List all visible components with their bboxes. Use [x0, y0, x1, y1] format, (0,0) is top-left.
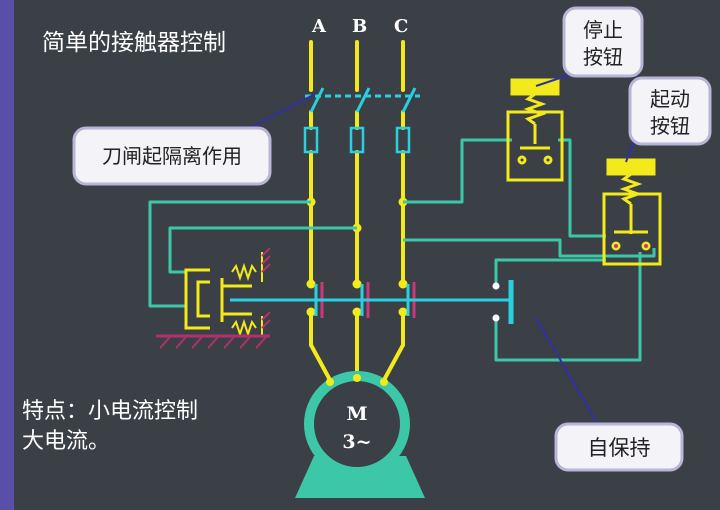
- left-edge-band: [0, 0, 14, 510]
- phase-label-a: A: [311, 16, 327, 37]
- motor-label-m: M: [346, 403, 367, 425]
- callout-stop-line1: 停止: [583, 18, 623, 42]
- callout-knife-switch: [72, 93, 316, 186]
- fuses: [303, 126, 411, 154]
- motor: [295, 371, 425, 498]
- callout-self-hold-text: 自保持: [588, 436, 651, 460]
- control-circuit: [148, 138, 656, 362]
- diagram-title: 简单的接触器控制: [42, 30, 226, 56]
- knife-switch: [305, 87, 420, 113]
- stop-button-device: [506, 78, 564, 182]
- phase-label-c: C: [394, 16, 408, 37]
- contactor-coil: [184, 268, 252, 330]
- callout-knife-switch-text: 刀闸起隔离作用: [102, 144, 242, 168]
- callout-start-button: [625, 76, 712, 163]
- callout-stop-line2: 按钮: [583, 45, 623, 69]
- coil-springs: [231, 252, 263, 338]
- callout-self-hold: [535, 317, 684, 472]
- ground-base: [156, 334, 270, 349]
- start-button-device: [602, 158, 662, 266]
- phase-label-b: B: [352, 16, 367, 37]
- feature-note-line1: 特点：小电流控制: [22, 399, 198, 424]
- callout-start-line1: 起动: [650, 87, 690, 111]
- self-hold-contact: [492, 280, 514, 324]
- callout-start-line2: 按钮: [650, 114, 690, 138]
- motor-label-phase: 3~: [342, 431, 371, 453]
- feature-note-line2: 大电流。: [22, 429, 110, 454]
- start-button-contacts: [614, 244, 648, 248]
- spring-anchor-hatch: [261, 247, 271, 329]
- power-lines: [309, 40, 405, 382]
- callout-stop-button: [535, 6, 644, 87]
